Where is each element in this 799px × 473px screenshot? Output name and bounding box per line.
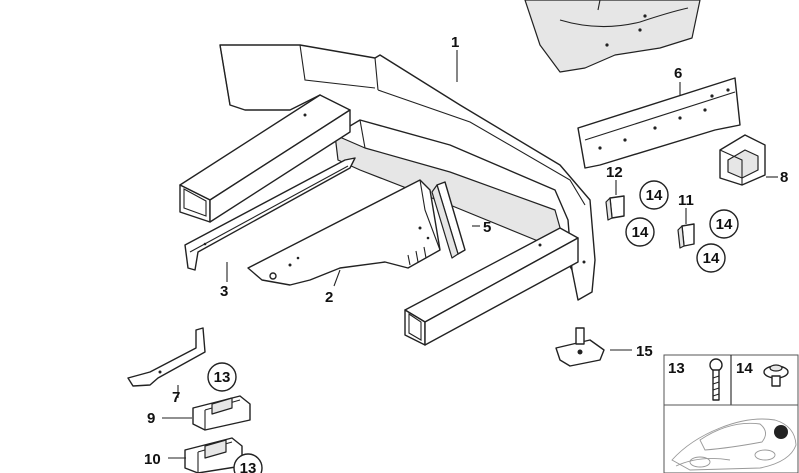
part-9-clip [192,395,251,431]
part-5-vertical-strip [431,181,466,259]
part-8-bracket [719,134,766,186]
label-part-3: 3 [220,283,228,300]
callouts [207,180,739,473]
leader-lines [162,50,778,459]
label-legend-13: 13 [668,360,685,377]
fastener-legend [663,354,799,406]
callout-13-a: 13 [214,369,231,386]
callout-13-b: 13 [240,460,257,473]
part-2-gusset-plate [247,179,441,286]
car-location-thumbnail [663,404,799,473]
label-part-7: 7 [172,389,180,406]
screw-14-icon [763,364,789,387]
part-7-bracket [127,327,206,387]
label-part-12: 12 [606,164,623,181]
callout-14-a: 14 [646,187,663,204]
callout-14-b: 14 [632,224,649,241]
callout-14-d: 14 [703,250,720,267]
label-part-10: 10 [144,451,161,468]
label-part-6: 6 [674,65,682,82]
part-1-main-member [179,44,596,346]
label-part-9: 9 [147,410,155,427]
label-part-15: 15 [636,343,653,360]
label-part-2: 2 [325,289,333,306]
label-part-1: 1 [451,34,459,51]
label-part-8: 8 [780,169,788,186]
label-legend-14: 14 [736,360,753,377]
location-marker-icon [774,425,788,439]
bolt-13-icon [709,358,723,401]
part-15-cage-nut [555,327,605,367]
part-11-clip [677,223,695,249]
callout-14-c: 14 [716,216,733,233]
part-12-clip [605,195,625,221]
fender-fragment [524,0,701,73]
label-part-5: 5 [483,219,491,236]
label-part-11: 11 [678,192,694,209]
part-6-bracket [577,77,741,169]
part-3-long-strip [184,157,356,271]
